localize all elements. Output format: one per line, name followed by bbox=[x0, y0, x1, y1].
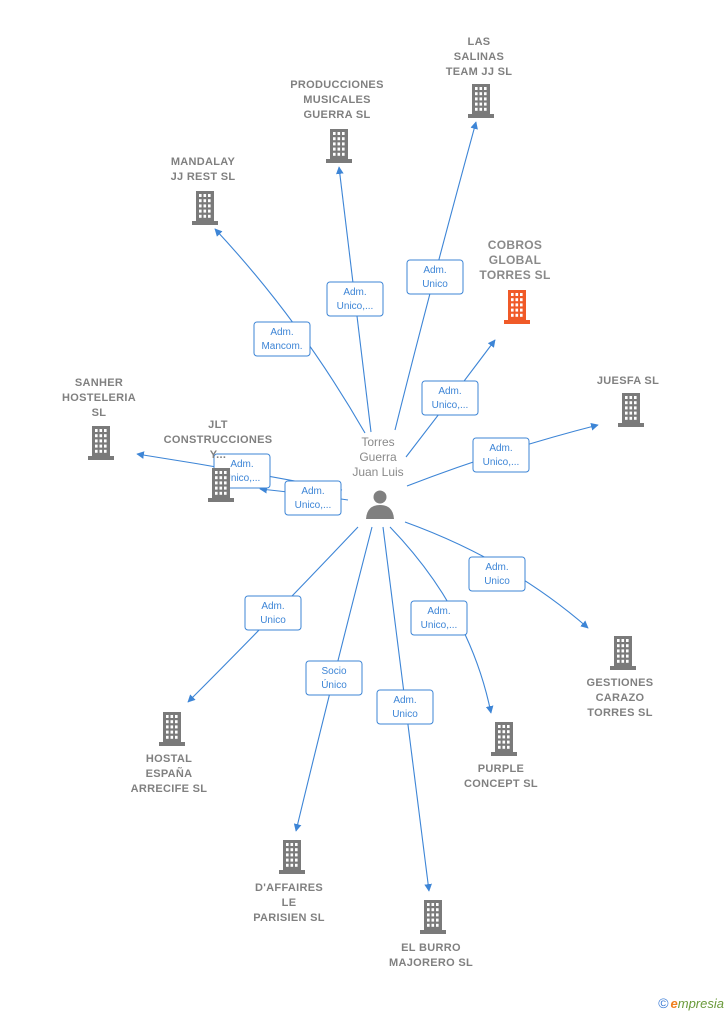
company-label-hostal[interactable]: ARRECIFE SL bbox=[131, 783, 208, 795]
edge-label-gestiones[interactable]: Adm. Unico bbox=[468, 556, 526, 592]
company-label-hostal[interactable]: ESPAÑA bbox=[146, 767, 193, 780]
edge-label-producciones[interactable]: Adm. Unico,... bbox=[326, 281, 384, 317]
edge-label-text: Adm. bbox=[393, 695, 416, 706]
edge-label-text: Unico bbox=[392, 709, 418, 720]
company-label-jlt[interactable]: Y... bbox=[210, 449, 227, 461]
brand-logo-text: mpresia bbox=[677, 996, 724, 1011]
building-icon-mandalay[interactable] bbox=[192, 191, 218, 225]
person-name-label[interactable]: Torres bbox=[361, 435, 394, 449]
brand-logo-e: e bbox=[670, 996, 678, 1011]
building-icon-gestiones[interactable] bbox=[610, 636, 636, 670]
company-label-las-salinas[interactable]: TEAM JJ SL bbox=[446, 66, 513, 78]
building-icon-jlt[interactable] bbox=[208, 468, 234, 502]
building-icon-purple[interactable] bbox=[491, 722, 517, 756]
edge-label-purple[interactable]: Adm. Unico,... bbox=[410, 600, 468, 636]
edge-label-text: Unico,... bbox=[432, 400, 469, 411]
edge-label-text: Socio bbox=[321, 666, 346, 677]
edge-label-text: Adm. bbox=[485, 562, 508, 573]
company-label-hostal[interactable]: HOSTAL bbox=[146, 753, 192, 765]
edge-label-text: Unico bbox=[422, 279, 448, 290]
company-label-sanher[interactable]: SANHER bbox=[75, 377, 123, 389]
edge-label-text: Adm. bbox=[261, 601, 284, 612]
person-name-label[interactable]: Guerra bbox=[359, 450, 397, 464]
edge-label-text: Adm. bbox=[270, 327, 293, 338]
company-label-gestiones[interactable]: TORRES SL bbox=[587, 707, 652, 719]
building-icon-elburro[interactable] bbox=[420, 900, 446, 934]
company-label-las-salinas[interactable]: SALINAS bbox=[454, 51, 504, 63]
company-label-mandalay[interactable]: MANDALAY bbox=[171, 156, 236, 168]
company-label-cobros[interactable]: TORRES SL bbox=[479, 268, 550, 282]
edge-label-text: Unico bbox=[484, 576, 510, 587]
company-label-las-salinas[interactable]: LAS bbox=[468, 36, 491, 48]
edge-label-text: Adm. bbox=[489, 443, 512, 454]
company-label-producciones[interactable]: GUERRA SL bbox=[303, 109, 370, 121]
edge-label-elburro[interactable]: Adm. Unico bbox=[376, 689, 434, 725]
company-label-producciones[interactable]: MUSICALES bbox=[303, 94, 370, 106]
edge-label-text: Adm. bbox=[343, 287, 366, 298]
edge-label-text: Unico bbox=[260, 615, 286, 626]
edge-label-jlt[interactable]: Adm. Unico,... bbox=[284, 480, 342, 516]
edge-label-text: Adm. bbox=[423, 265, 446, 276]
edge-label-text: Unico,... bbox=[295, 500, 332, 511]
building-icon-sanher[interactable] bbox=[88, 426, 114, 460]
edge-label-hostal[interactable]: Adm. Unico bbox=[244, 595, 302, 631]
edge-label-text: Adm. bbox=[427, 606, 450, 617]
edge-label-juesfa[interactable]: Adm. Unico,... bbox=[472, 437, 530, 473]
building-icon-producciones[interactable] bbox=[326, 129, 352, 163]
edge-label-text: Unico,... bbox=[224, 473, 261, 484]
edge-label-text: Unico,... bbox=[337, 301, 374, 312]
person-icon[interactable] bbox=[366, 490, 394, 520]
company-label-daffaires[interactable]: LE bbox=[282, 897, 297, 909]
company-label-purple[interactable]: PURPLE bbox=[478, 763, 524, 775]
edge-label-text: Adm. bbox=[301, 486, 324, 497]
copyright-symbol: © bbox=[658, 995, 669, 1011]
edge-label-text: Adm. bbox=[230, 459, 253, 470]
building-icon-daffaires[interactable] bbox=[279, 840, 305, 874]
company-label-purple[interactable]: CONCEPT SL bbox=[464, 778, 538, 790]
building-icon-las-salinas[interactable] bbox=[468, 84, 494, 118]
edge-label-text: Único bbox=[321, 678, 347, 691]
building-icon-cobros[interactable] bbox=[504, 290, 530, 324]
edge-label-text: Unico,... bbox=[421, 620, 458, 631]
company-label-cobros[interactable]: COBROS bbox=[488, 238, 542, 252]
company-label-daffaires[interactable]: PARISIEN SL bbox=[253, 912, 325, 924]
company-label-gestiones[interactable]: GESTIONES bbox=[587, 677, 654, 689]
company-label-jlt[interactable]: JLT bbox=[208, 419, 228, 431]
company-label-daffaires[interactable]: D'AFFAIRES bbox=[255, 882, 323, 894]
company-label-sanher[interactable]: HOSTELERIA bbox=[62, 392, 136, 404]
company-label-cobros[interactable]: GLOBAL bbox=[489, 253, 541, 267]
company-label-juesfa[interactable]: JUESFA SL bbox=[597, 375, 659, 387]
company-label-elburro[interactable]: MAJORERO SL bbox=[389, 957, 473, 969]
person-name-label[interactable]: Juan Luis bbox=[352, 465, 403, 479]
company-label-jlt[interactable]: CONSTRUCCIONES bbox=[164, 434, 273, 446]
edge-label-cobros[interactable]: Adm. Unico,... bbox=[421, 380, 479, 416]
edge-label-text: Mancom. bbox=[261, 341, 302, 352]
edge-label-las-salinas[interactable]: Adm. Unico bbox=[406, 259, 464, 295]
building-icon-hostal[interactable] bbox=[159, 712, 185, 746]
company-label-mandalay[interactable]: JJ REST SL bbox=[171, 171, 236, 183]
building-icon-juesfa[interactable] bbox=[618, 393, 644, 427]
empresia-watermark[interactable]: ©empresia bbox=[658, 995, 724, 1011]
company-label-sanher[interactable]: SL bbox=[92, 407, 107, 419]
company-label-producciones[interactable]: PRODUCCIONES bbox=[290, 79, 383, 91]
edge-label-text: Adm. bbox=[438, 386, 461, 397]
company-label-gestiones[interactable]: CARAZO bbox=[596, 692, 645, 704]
company-label-elburro[interactable]: EL BURRO bbox=[401, 942, 461, 954]
edge-label-mandalay[interactable]: Adm. Mancom. bbox=[253, 321, 311, 357]
edge-label-text: Unico,... bbox=[483, 457, 520, 468]
